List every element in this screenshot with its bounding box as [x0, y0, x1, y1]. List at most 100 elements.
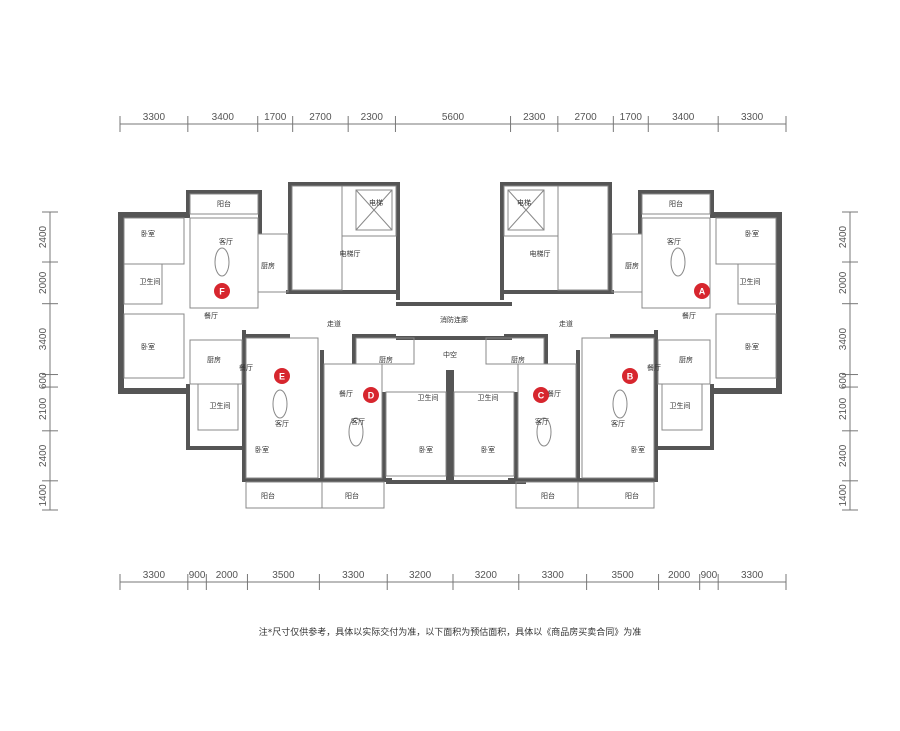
dimension-label: 3300	[143, 112, 166, 123]
dimension-label: 3200	[409, 570, 432, 581]
room-label-bedroom: 卧室	[745, 342, 759, 351]
room-label-bathroom: 卫生间	[670, 401, 691, 410]
room-label-bedroom: 卧室	[255, 445, 269, 454]
dimension-label: 3500	[611, 570, 634, 581]
dimension-label: 900	[701, 570, 718, 581]
room-label-bedroom: 卧室	[745, 229, 759, 238]
dimension-label: 2400	[38, 225, 49, 248]
dimension-label: 2000	[838, 271, 849, 294]
dimension-label: 3300	[542, 570, 565, 581]
room-label-living: 客厅	[611, 419, 625, 428]
room-labels: 卧室 卧室 阳台 客厅 餐厅 厨房 卫生间 电梯 电梯厅 走道 消防连廊 中空 …	[140, 198, 761, 500]
left-dimension-bar: 2400 2000 3400 600 2100 2400 1400	[38, 211, 58, 511]
dimension-label: 1700	[264, 112, 287, 123]
dimension-label: 2700	[309, 112, 332, 123]
room-label-living: 客厅	[219, 237, 233, 246]
room-label-bedroom: 卧室	[631, 445, 645, 454]
unit-marker-label: F	[219, 287, 225, 297]
room-label-bedroom: 卧室	[141, 342, 155, 351]
room-label-bathroom: 卫生间	[140, 277, 161, 286]
dimension-label: 2700	[574, 112, 597, 123]
room-label-bedroom: 卧室	[419, 445, 433, 454]
unit-marker-e	[274, 368, 290, 384]
unit-marker-label: B	[627, 372, 634, 382]
dimension-label: 3300	[741, 112, 764, 123]
dimension-label: 3200	[475, 570, 498, 581]
unit-marker-label: C	[538, 391, 545, 401]
dimension-label: 2400	[38, 444, 49, 467]
room-label-balcony: 阳台	[261, 491, 275, 500]
dimension-label: 2300	[361, 112, 384, 123]
room-label-bathroom: 卫生间	[478, 393, 499, 402]
dimension-label: 2000	[38, 271, 49, 294]
room-label-kitchen: 厨房	[207, 355, 221, 364]
dimension-label: 600	[838, 372, 849, 389]
room-label-bathroom: 卫生间	[740, 277, 761, 286]
room-label-kitchen: 厨房	[625, 261, 639, 270]
dimension-label: 2400	[838, 225, 849, 248]
dimension-label: 2300	[523, 112, 546, 123]
dimension-label: 3400	[838, 328, 849, 351]
room-label-corridor: 走道	[559, 319, 573, 328]
room-label-elevator-hall: 电梯厅	[340, 249, 361, 258]
dimension-label: 2100	[838, 397, 849, 420]
dimension-label: 2000	[216, 570, 239, 581]
dimension-label: 1700	[620, 112, 643, 123]
unit-markers: A B C D E F	[214, 283, 710, 403]
unit-marker-b	[622, 368, 638, 384]
room-label-kitchen: 厨房	[261, 261, 275, 270]
room-label-dining: 餐厅	[682, 311, 696, 320]
room-label-living: 客厅	[351, 417, 365, 426]
dimension-label: 1400	[838, 484, 849, 507]
dimension-label: 3300	[342, 570, 365, 581]
room-label-dining: 餐厅	[204, 311, 218, 320]
dimension-label: 2000	[668, 570, 691, 581]
room-label-kitchen: 厨房	[679, 355, 693, 364]
dimension-label: 2400	[838, 444, 849, 467]
unit-marker-a	[694, 283, 710, 299]
room-label-living: 客厅	[275, 419, 289, 428]
interior-lines	[123, 185, 777, 509]
unit-marker-c	[533, 387, 549, 403]
unit-marker-label: A	[699, 287, 706, 297]
room-label-elevator-hall: 电梯厅	[530, 249, 551, 258]
room-label-kitchen: 厨房	[379, 355, 393, 364]
room-label-balcony: 阳台	[669, 199, 683, 208]
room-label-corridor: 走道	[327, 319, 341, 328]
room-label-atrium: 中空	[443, 350, 457, 359]
room-label-bedroom: 卧室	[481, 445, 495, 454]
room-label-bedroom: 卧室	[141, 229, 155, 238]
dimension-label: 600	[38, 372, 49, 389]
room-label-fire-corridor: 消防连廊	[440, 315, 468, 324]
dimension-label: 1400	[38, 484, 49, 507]
dimension-label: 900	[189, 570, 206, 581]
room-label-balcony: 阳台	[217, 199, 231, 208]
dimension-label: 3400	[672, 112, 695, 123]
room-label-living: 客厅	[535, 417, 549, 426]
unit-marker-label: E	[279, 372, 285, 382]
room-label-balcony: 阳台	[541, 491, 555, 500]
right-dimension-bar: 2400 2000 3400 600 2100 2400 1400	[838, 211, 858, 511]
room-label-elevator: 电梯	[517, 198, 531, 207]
room-label-bathroom: 卫生间	[210, 401, 231, 410]
room-label-bathroom: 卫生间	[418, 393, 439, 402]
unit-marker-d	[363, 387, 379, 403]
dimension-label: 3300	[143, 570, 166, 581]
room-label-balcony: 阳台	[625, 491, 639, 500]
room-label-elevator: 电梯	[369, 198, 383, 207]
dimension-label: 2100	[38, 397, 49, 420]
dimension-label: 3400	[212, 112, 235, 123]
disclaimer-note: 注*尺寸仅供参考，具体以实际交付为准，以下面积为预估面积，具体以《商品房买卖合同…	[258, 628, 642, 638]
bottom-dimension-bar: 3300 900 2000 3500 3300 3200 3200 3300 3500 2000 9…	[119, 570, 787, 590]
unit-marker-label: D	[368, 391, 375, 401]
room-label-dining: 餐厅	[239, 363, 253, 372]
room-label-dining: 餐厅	[647, 363, 661, 372]
room-label-living: 客厅	[667, 237, 681, 246]
unit-marker-f	[214, 283, 230, 299]
dimension-label: 3400	[38, 328, 49, 351]
building-walls	[118, 182, 782, 484]
room-label-dining: 餐厅	[547, 389, 561, 398]
dimension-label: 3500	[272, 570, 295, 581]
